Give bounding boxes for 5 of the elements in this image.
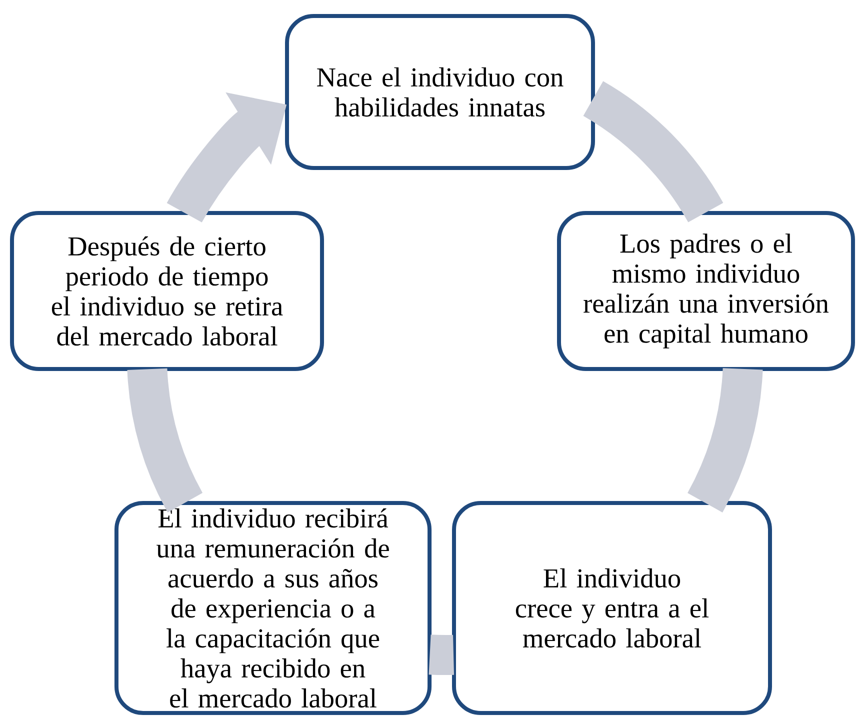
process-box: Nace el individuo con habilidades innatas — [285, 14, 595, 170]
process-box: El individuo recibirá una remuneración de acuerdo a sus años de experiencia o a la capacitación que haya recibido en el mercado laboral — [114, 501, 432, 715]
process-box: Después de cierto periodo de tiempo el individuo se retira del mercado laboral — [10, 211, 324, 371]
process-box: Los padres o el mismo individuo realizán una inversión en capital humano — [557, 211, 855, 371]
process-box: El individuo crece y entra a el mercado laboral — [452, 501, 772, 715]
